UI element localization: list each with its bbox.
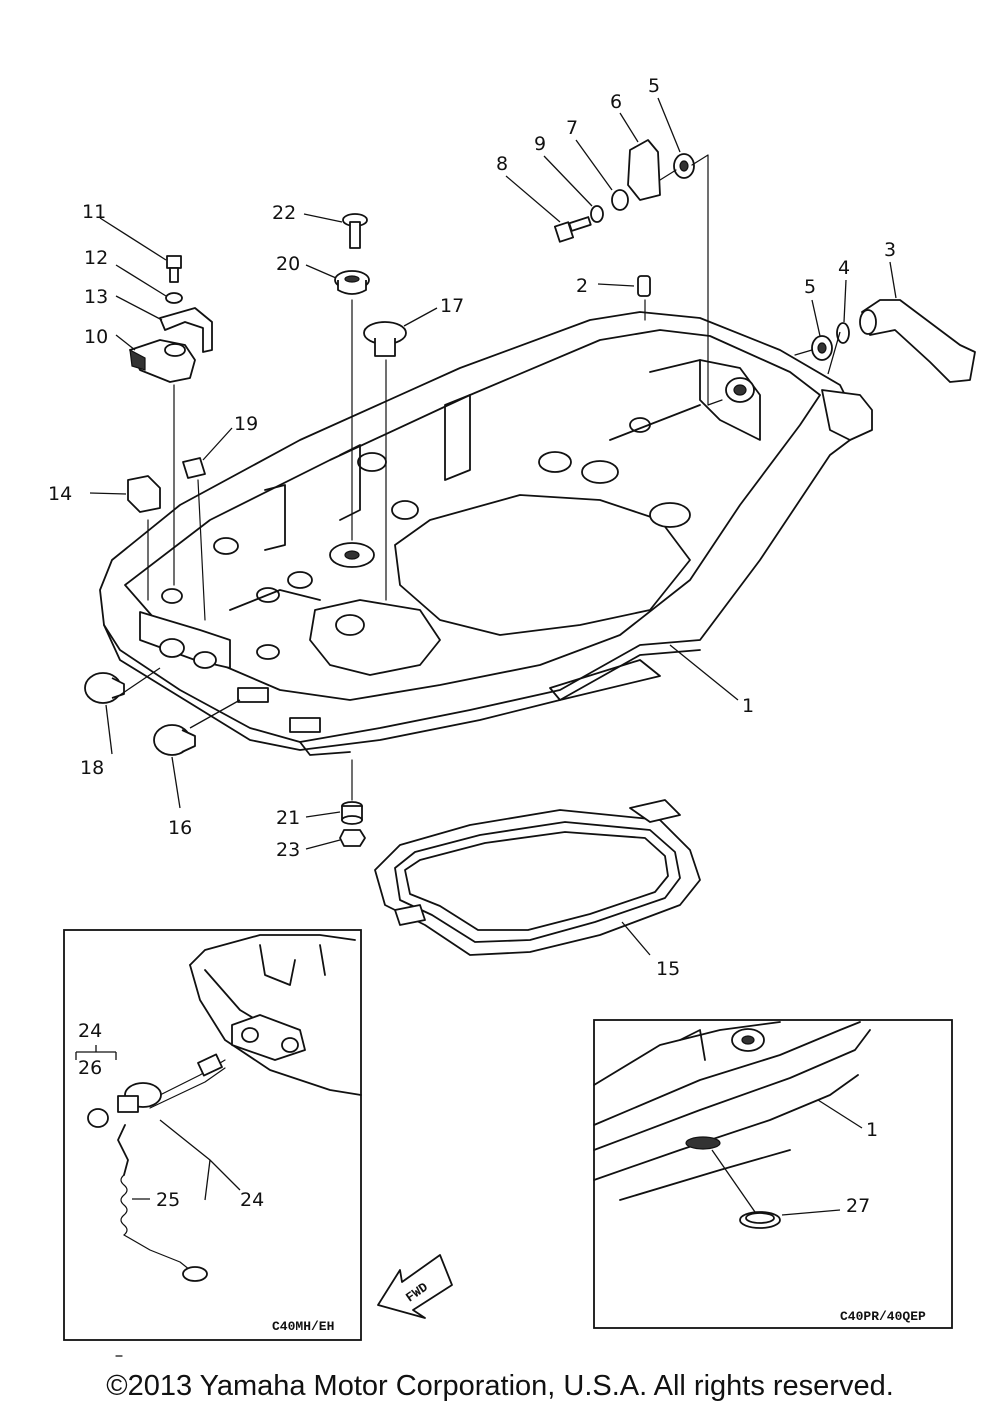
callout-15: 15 bbox=[656, 958, 680, 980]
callout-1-inset: 1 bbox=[866, 1119, 878, 1141]
callout-5-upper: 5 bbox=[648, 75, 660, 97]
holder-part-10 bbox=[129, 339, 196, 383]
callout-19: 19 bbox=[234, 413, 258, 435]
plug-part-16 bbox=[153, 724, 196, 756]
pin-part-2 bbox=[637, 275, 651, 297]
right-inset-code: C40PR/40QEP bbox=[840, 1309, 926, 1324]
callout-1: 1 bbox=[742, 695, 754, 717]
callout-9: 9 bbox=[534, 133, 546, 155]
washer-part-9 bbox=[590, 205, 604, 223]
bolt-part-8 bbox=[553, 216, 592, 243]
callout-18: 18 bbox=[80, 757, 104, 779]
washer-part-7 bbox=[611, 189, 629, 211]
clip-part-19 bbox=[182, 457, 206, 479]
callout-6: 6 bbox=[610, 91, 622, 113]
leader-lines bbox=[89, 97, 897, 956]
callout-21: 21 bbox=[276, 807, 300, 829]
callout-24-top: 24 bbox=[78, 1020, 102, 1042]
plug-part-14 bbox=[127, 475, 161, 513]
callout-23: 23 bbox=[276, 839, 300, 861]
copyright-notice: ©2013 Yamaha Motor Corporation, U.S.A. A… bbox=[106, 1370, 894, 1402]
left-inset-code: C40MH/EH bbox=[272, 1319, 334, 1334]
callout-24-bottom: 24 bbox=[240, 1189, 264, 1211]
callout-16: 16 bbox=[168, 817, 192, 839]
gasket-part-15 bbox=[374, 799, 701, 956]
callout-27: 27 bbox=[846, 1195, 870, 1217]
callout-10: 10 bbox=[84, 326, 108, 348]
callout-22: 22 bbox=[272, 202, 296, 224]
bolt-part-22 bbox=[342, 213, 368, 249]
callout-13: 13 bbox=[84, 286, 108, 308]
plug-part-18 bbox=[84, 672, 125, 704]
clip-part-13 bbox=[159, 307, 213, 353]
callout-2: 2 bbox=[576, 275, 588, 297]
fwd-arrow: FWD bbox=[377, 1254, 453, 1319]
callout-25: 25 bbox=[156, 1189, 180, 1211]
callout-12: 12 bbox=[84, 247, 108, 269]
bushing-part-5-upper bbox=[673, 153, 695, 179]
right-inset-panel bbox=[593, 1019, 953, 1329]
nut-part-23 bbox=[339, 829, 366, 847]
bracket-part-6 bbox=[627, 139, 661, 201]
bushing-part-5-right bbox=[811, 335, 833, 361]
callout-7: 7 bbox=[566, 117, 578, 139]
callout-3: 3 bbox=[884, 239, 896, 261]
callout-labels: 1 2 3 4 5 5 6 7 8 9 10 11 12 13 14 15 16… bbox=[48, 75, 896, 1217]
callout-14: 14 bbox=[48, 483, 72, 505]
washer-part-4 bbox=[836, 322, 850, 344]
callout-26: 26 bbox=[78, 1057, 102, 1079]
grommet-part-20 bbox=[334, 270, 370, 295]
callout-11: 11 bbox=[82, 201, 106, 223]
assembly-lines bbox=[147, 154, 813, 801]
bottom-cowling bbox=[99, 311, 873, 756]
callout-17: 17 bbox=[440, 295, 464, 317]
grommet-part-17 bbox=[363, 321, 407, 357]
callout-4: 4 bbox=[838, 257, 850, 279]
callout-5-right: 5 bbox=[804, 276, 816, 298]
lever-part-3 bbox=[859, 299, 976, 383]
collar-part-21 bbox=[341, 801, 363, 825]
callout-8: 8 bbox=[496, 153, 508, 175]
bolt-part-11 bbox=[166, 255, 182, 283]
washer-part-12 bbox=[165, 292, 183, 304]
left-inset-panel bbox=[63, 929, 362, 1341]
callout-20: 20 bbox=[276, 253, 300, 275]
